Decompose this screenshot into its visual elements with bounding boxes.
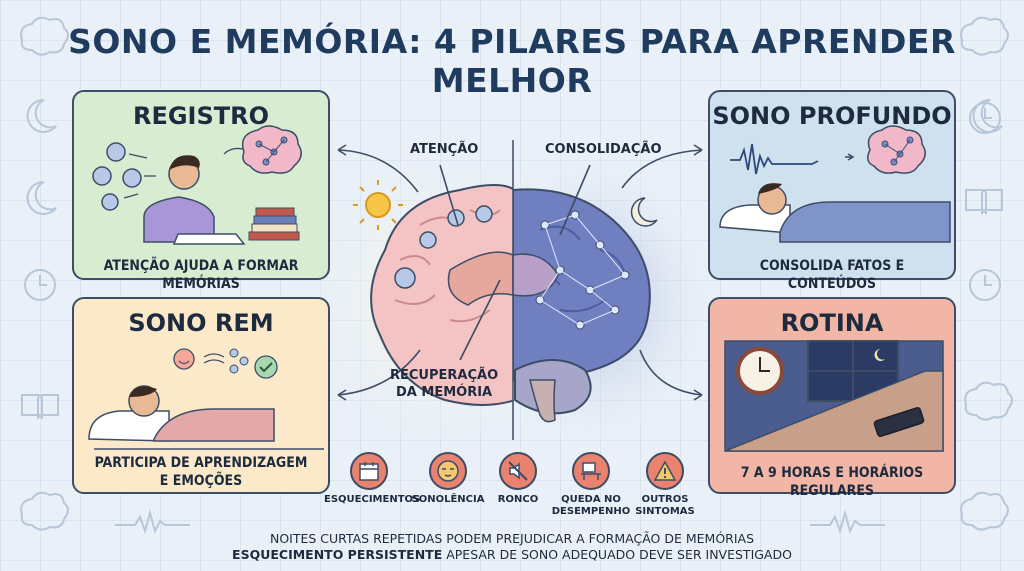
panel-rotina-caption: 7 A 9 HORAS E HORÁRIOS REGULARES	[740, 465, 924, 499]
brain-outline-icon	[964, 381, 1013, 421]
panel-registro: REGISTRO ATENÇÃO AJUDA A FORMAR MEMÓRIAS	[72, 90, 330, 292]
book-outline-icon	[965, 189, 1003, 215]
brain-outline-icon	[20, 491, 69, 531]
clock-outline-icon	[969, 102, 1001, 134]
symptom-label-line2: SINTOMAS	[635, 506, 695, 517]
symptom-label-line1: QUEDA NO	[561, 494, 621, 505]
arrow-to-registro	[337, 149, 419, 193]
label-consolidacao: CONSOLIDAÇÃO	[545, 142, 662, 157]
symptom-label: OUTROS SINTOMAS	[620, 494, 710, 518]
panel-sono-rem-caption-line1: PARTICIPA DE APRENDIZAGEM	[94, 455, 308, 471]
consolidacao-pointer	[559, 164, 591, 236]
panel-sono-profundo: SONO PROFUNDO CONSOLIDA FATOS E CONTEÚDO…	[708, 90, 956, 292]
brain-outline-icon	[960, 16, 1009, 56]
symptom-ronco: RONCO	[473, 452, 563, 506]
info-bubble-icon	[394, 205, 493, 289]
arrow-to-sono-rem	[337, 349, 421, 396]
brain-right-half	[513, 188, 651, 382]
label-atencao: ATENÇÃO	[410, 142, 479, 157]
clock-outline-icon	[969, 269, 1001, 301]
label-recuperacao-line1: RECUPERAÇÃO	[390, 368, 499, 383]
mute-speaker-icon	[499, 452, 537, 490]
arrow-to-rotina	[639, 349, 703, 396]
panel-sono-profundo-caption: CONSOLIDA FATOS E CONTEÚDOS	[759, 258, 905, 292]
symptom-label-line2: DESEMPENHO	[551, 506, 631, 517]
panel-registro-caption: ATENÇÃO AJUDA A FORMAR MEMÓRIAS	[103, 258, 299, 292]
arrow-to-sono-profundo	[621, 149, 703, 189]
panel-sono-rem-caption: PARTICIPA DE APRENDIZAGEM E EMOÇÕES	[80, 454, 322, 490]
book-outline-icon	[21, 394, 59, 420]
wave-decoration	[810, 509, 885, 535]
footer-rest: APESAR DE SONO ADEQUADO DEVE SER INVESTI…	[442, 547, 792, 562]
panel-sono-rem: SONO REM PARTICIPA DE APRENDIZAGEM E EMO…	[72, 297, 330, 494]
panel-rotina: ROTINA 7 A 9 HORAS E HORÁRIOS REGULARES	[708, 297, 956, 499]
label-recuperacao: RECUPERAÇÃO DA MEMÓRIA	[390, 367, 498, 401]
symptom-outros: OUTROS SINTOMAS	[620, 452, 710, 518]
symptom-queda-desempenho: QUEDA NO DESEMPENHO	[546, 452, 636, 518]
panel-rotina-title: ROTINA	[780, 309, 884, 337]
clock-outline-icon	[24, 269, 56, 301]
symptom-label: SONOLÊNCIA	[411, 494, 485, 505]
rem-sleep-illustration	[88, 348, 324, 450]
bedroom-night-illustration	[724, 340, 944, 452]
symptom-label: QUEDA NO DESEMPENHO	[546, 494, 636, 518]
brain-stem	[529, 379, 556, 423]
sun-icon	[353, 180, 403, 230]
desk-icon	[572, 452, 610, 490]
moon-outline-icon	[26, 180, 57, 215]
moon-outline-icon	[972, 98, 1003, 133]
footer-line-2: ESQUECIMENTO PERSISTENTE APESAR DE SONO …	[0, 547, 1024, 562]
page-title: SONO E MEMÓRIA: 4 PILARES PARA APRENDER …	[68, 22, 956, 100]
recuperacao-pointer	[459, 279, 501, 361]
panel-sono-profundo-title: SONO PROFUNDO	[712, 102, 952, 130]
moon-icon	[630, 197, 658, 227]
panel-sono-rem-caption-line2: E EMOÇÕES	[159, 473, 243, 489]
footer-line-1: NOITES CURTAS REPETIDAS PODEM PREJUDICAR…	[269, 531, 755, 546]
studying-person-illustration	[92, 125, 302, 245]
brain-outline-icon	[20, 16, 69, 56]
wave-decoration	[115, 509, 190, 535]
sleepy-face-icon	[429, 452, 467, 490]
panel-registro-title: REGISTRO	[132, 102, 270, 130]
label-recuperacao-line2: DA MEMÓRIA	[396, 385, 493, 400]
symptom-label: RONCO	[497, 494, 539, 505]
moon-outline-icon	[26, 98, 57, 133]
brain-outline-icon	[960, 491, 1009, 531]
brain-left-half	[370, 184, 513, 406]
calendar-icon	[350, 452, 388, 490]
symptom-label-line1: OUTROS	[641, 494, 689, 505]
deep-sleep-illustration	[719, 125, 951, 243]
atencao-pointer	[439, 164, 459, 226]
panel-sono-rem-title: SONO REM	[128, 309, 274, 337]
footer-bold-phrase: ESQUECIMENTO PERSISTENTE	[232, 547, 443, 562]
symptom-sonolencia: SONOLÊNCIA	[403, 452, 493, 506]
symptom-label: ESQUECIMENTOS	[324, 494, 421, 505]
warning-icon	[646, 452, 684, 490]
symptom-esquecimentos: ESQUECIMENTOS	[324, 452, 421, 506]
